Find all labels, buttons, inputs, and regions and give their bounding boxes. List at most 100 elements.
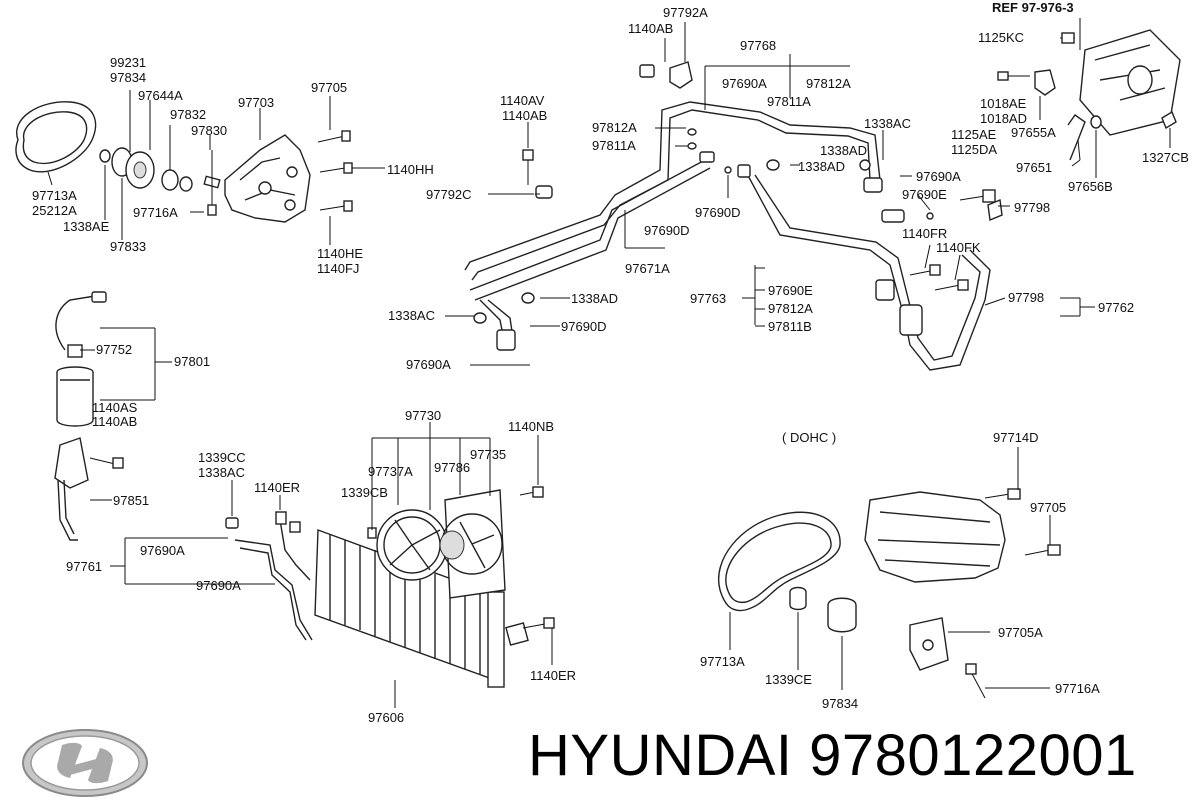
compressor-bracket-part xyxy=(224,134,311,223)
receiver-drier-part xyxy=(56,372,94,427)
label-1140ab: 1140AB xyxy=(502,108,547,123)
label-1339cc: 1339CC xyxy=(198,450,246,465)
discharge-hose-part xyxy=(744,169,991,371)
belt-drive-group xyxy=(15,90,385,245)
label-97786: 97786 xyxy=(434,460,470,475)
label-97655a: 97655A xyxy=(1011,125,1056,140)
label-97798: 97798 xyxy=(1008,290,1044,305)
label-1338ad-low: 1338AD xyxy=(571,291,618,306)
label-97851: 97851 xyxy=(113,493,149,508)
ref-label: REF 97-976-3 xyxy=(992,0,1074,15)
condenser-group xyxy=(110,422,555,708)
label-97752: 97752 xyxy=(96,342,132,357)
dohc-compressor-part xyxy=(864,491,1006,583)
label-97606: 97606 xyxy=(368,710,404,725)
hose-assembly-group xyxy=(445,22,1095,371)
label-1140er-right: 1140ER xyxy=(530,668,576,683)
dohc-label: ( DOHC ) xyxy=(782,430,836,445)
part-labels: 99231 97834 97644A 97832 97830 97703 977… xyxy=(32,0,1189,725)
label-97830: 97830 xyxy=(191,123,227,138)
label-97656b: 97656B xyxy=(1068,179,1113,194)
label-97812a-low: 97812A xyxy=(768,301,813,316)
label-97714d: 97714D xyxy=(993,430,1039,445)
label-1018ae: 1018AE xyxy=(980,96,1027,111)
label-1339ce: 1339CE xyxy=(765,672,812,687)
label-97792c: 97792C xyxy=(426,187,472,202)
label-1125da: 1125DA xyxy=(951,142,997,157)
label-97834-dohc: 97834 xyxy=(822,696,858,711)
label-97798-top: 97798 xyxy=(1014,200,1050,215)
label-1338ad-mid: 1338AD xyxy=(798,159,845,174)
label-97812a-top: 97812A xyxy=(806,76,851,91)
label-97792a: 97792A xyxy=(663,5,708,20)
label-97811a-top: 97811A xyxy=(767,94,811,109)
label-97690a-top: 97690A xyxy=(722,76,767,91)
label-97690e: 97690E xyxy=(768,283,813,298)
label-1140fk: 1140FK xyxy=(936,240,981,255)
label-1140er: 1140ER xyxy=(254,480,300,495)
receiver-drier-group xyxy=(54,291,172,541)
label-97690a-cond-low: 97690A xyxy=(196,578,241,593)
label-25212a: 25212A xyxy=(32,203,77,218)
dohc-belt-part xyxy=(717,511,841,612)
label-97811a: 97811A xyxy=(592,138,636,153)
label-97651: 97651 xyxy=(1016,160,1052,175)
label-97763: 97763 xyxy=(690,291,726,306)
label-1140ab-top: 1140AB xyxy=(628,21,673,36)
label-1140fj: 1140FJ xyxy=(317,261,359,276)
dohc-group xyxy=(717,447,1061,699)
part-number: 9780122001 xyxy=(809,723,1137,788)
ref-assembly-group xyxy=(997,18,1181,178)
label-1339cb: 1339CB xyxy=(341,485,388,500)
label-97705a: 97705A xyxy=(998,625,1043,640)
label-1140he: 1140HE xyxy=(317,246,363,261)
label-1140hh: 1140HH xyxy=(387,162,434,177)
label-97713a: 97713A xyxy=(32,188,77,203)
label-1338ac-top: 1338AC xyxy=(864,116,911,131)
suction-hose-part xyxy=(464,101,881,271)
label-1018ad: 1018AD xyxy=(980,111,1027,126)
label-97834: 97834 xyxy=(110,70,146,85)
hyundai-logo-icon xyxy=(22,729,148,797)
label-97716a-dohc: 97716A xyxy=(1055,681,1100,696)
label-1327cb: 1327CB xyxy=(1142,150,1189,165)
fitting-1140av-group xyxy=(488,122,553,199)
label-1140fr: 1140FR xyxy=(902,226,947,241)
label-1338ac-left: 1338AC xyxy=(388,308,435,323)
label-97768: 97768 xyxy=(740,38,776,53)
label-97705-dohc: 97705 xyxy=(1030,500,1066,515)
label-97690e-top: 97690E xyxy=(902,187,947,202)
label-97812a: 97812A xyxy=(592,120,637,135)
bolt-parts xyxy=(317,130,353,212)
label-97730: 97730 xyxy=(405,408,441,423)
label-97703: 97703 xyxy=(238,95,274,110)
label-97832: 97832 xyxy=(170,107,206,122)
label-97690d-mid: 97690D xyxy=(695,205,741,220)
label-1338ae: 1338AE xyxy=(63,219,110,234)
label-97761: 97761 xyxy=(66,559,102,574)
label-97671a: 97671A xyxy=(625,261,670,276)
label-97690a-right: 97690A xyxy=(916,169,961,184)
label-97705: 97705 xyxy=(311,80,347,95)
label-97713a-dohc: 97713A xyxy=(700,654,745,669)
label-97690a-low: 97690A xyxy=(406,357,451,372)
label-97762: 97762 xyxy=(1098,300,1134,315)
label-1338ad-top: 1338AD xyxy=(820,143,867,158)
label-97690a-cond-top: 97690A xyxy=(140,543,185,558)
label-1125kc: 1125KC xyxy=(978,30,1024,45)
label-1338ac-low: 1338AC xyxy=(198,465,245,480)
label-97833: 97833 xyxy=(110,239,146,254)
label-1140as: 1140AS xyxy=(92,400,138,415)
brand-name: HYUNDAI xyxy=(528,723,793,788)
label-97737a: 97737A xyxy=(368,464,413,479)
label-1140nb: 1140NB xyxy=(508,419,554,434)
label-97644a: 97644A xyxy=(138,88,183,103)
label-1140ab-left: 1140AB xyxy=(92,414,137,429)
label-97690d-center: 97690D xyxy=(644,223,690,238)
label-97801: 97801 xyxy=(174,354,210,369)
label-1125ae: 1125AE xyxy=(951,127,997,142)
label-97690d-low: 97690D xyxy=(561,319,607,334)
label-1140av: 1140AV xyxy=(500,93,545,108)
label-99231: 99231 xyxy=(110,55,146,70)
